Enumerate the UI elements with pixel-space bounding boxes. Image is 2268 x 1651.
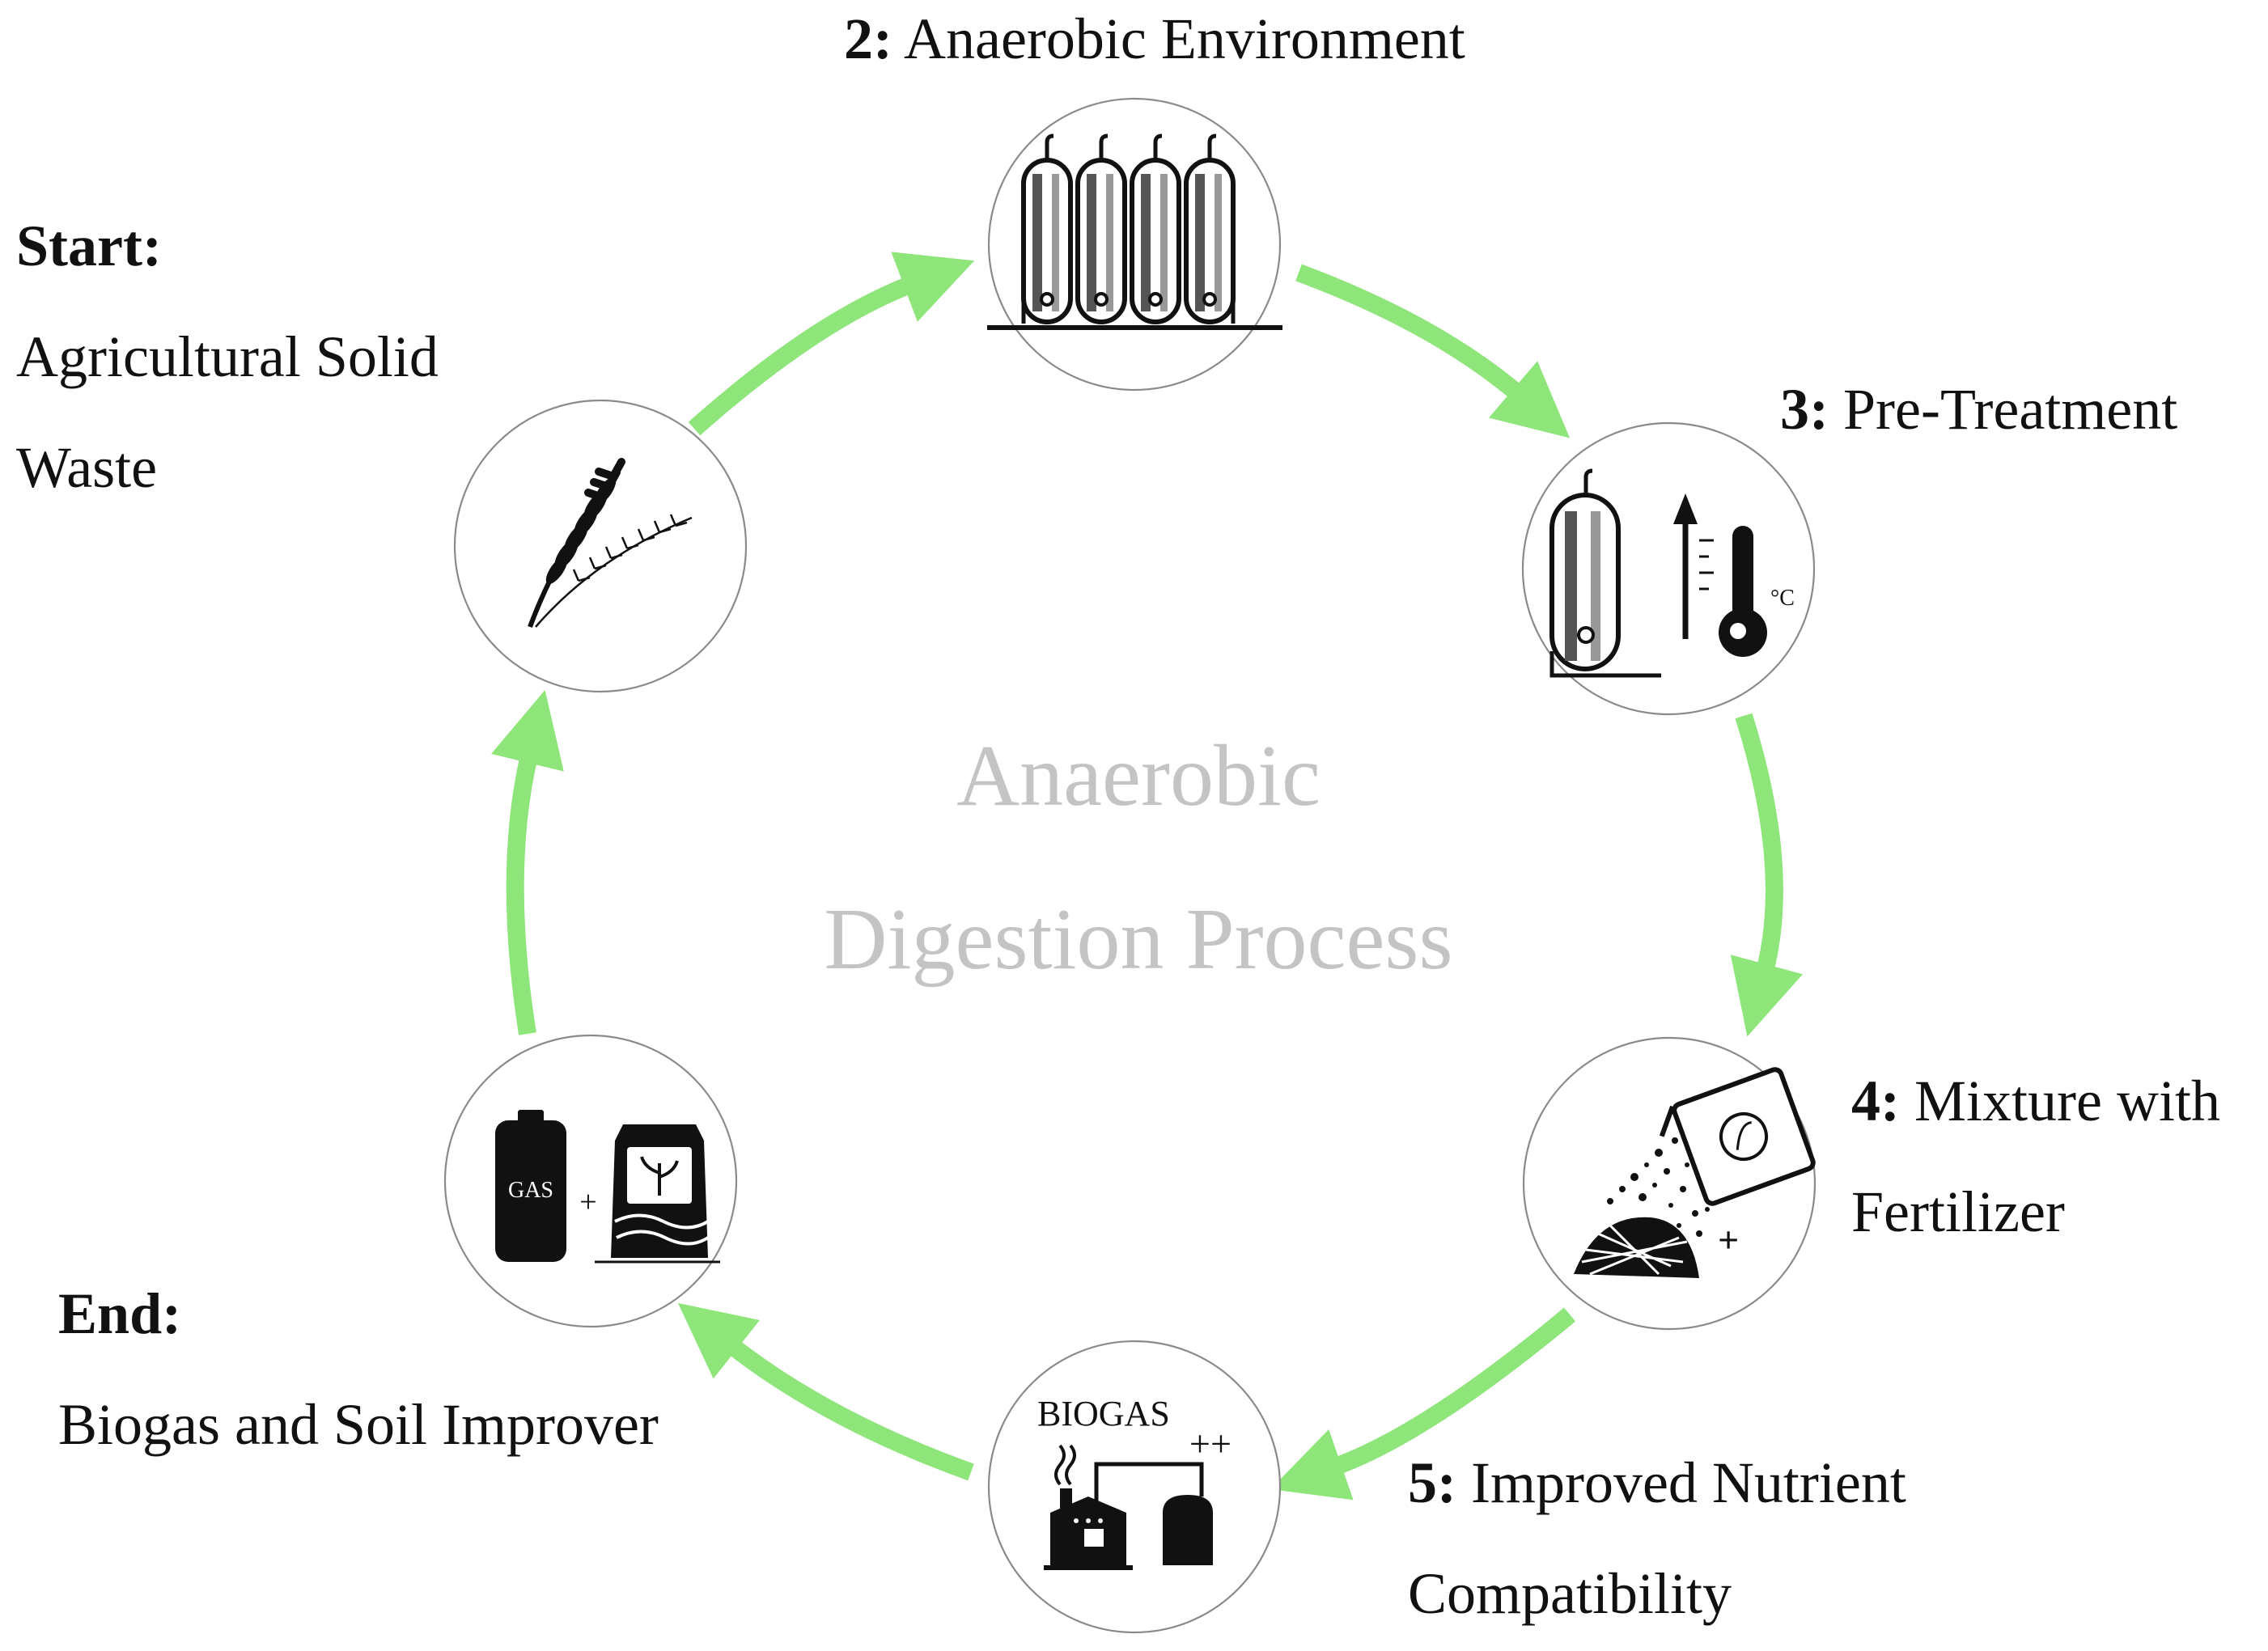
node-step4: + xyxy=(1522,1036,1817,1331)
arrow-step4-to-step5 xyxy=(1270,1307,1576,1501)
label-end-prefix: End: xyxy=(58,1281,181,1346)
end-plus: + xyxy=(579,1185,596,1219)
arrow-end-to-start xyxy=(490,690,564,1035)
cycle-arrows xyxy=(490,252,1804,1501)
label-step3-body: Pre-Treatment xyxy=(1843,377,2177,442)
temperature-rise-arrow-icon xyxy=(1673,493,1714,639)
node-step5: BIOGAS ++ xyxy=(987,1340,1282,1634)
label-start-line2: Waste xyxy=(16,435,157,500)
fertilizer-bag-icon xyxy=(1659,1067,1816,1206)
label-start-prefix: Start: xyxy=(16,214,162,278)
label-step4-line1: Mixture with xyxy=(1914,1069,2220,1133)
node-end: GAS + xyxy=(443,1034,738,1328)
step4-plus: + xyxy=(1718,1219,1739,1260)
label-step5-text: 5: Improved Nutrient xyxy=(1408,1450,1906,1515)
label-step2: 2: Anaerobic Environment xyxy=(844,6,1465,71)
gas-cylinder-icon: GAS xyxy=(495,1110,566,1262)
biogas-label: BIOGAS xyxy=(1037,1394,1170,1433)
arrow-step3-to-step4 xyxy=(1730,713,1804,1037)
node-step2 xyxy=(987,97,1282,392)
label-step2-text: 2: Anaerobic Environment xyxy=(844,6,1465,71)
label-step2-prefix: 2: xyxy=(844,6,892,71)
label-step2-body: Anaerobic Environment xyxy=(904,6,1465,71)
plus-icon: + xyxy=(1718,1219,1739,1260)
biogas-plant-icon xyxy=(1044,1444,1213,1570)
label-start-line1: Agricultural Solid xyxy=(16,324,439,389)
label-step3-text: 3: Pre-Treatment xyxy=(1780,377,2177,442)
digester-tanks-icon xyxy=(987,136,1282,330)
heated-tank-icon xyxy=(1549,468,1661,678)
label-step4-line2: Fertilizer xyxy=(1851,1179,2065,1244)
label-end: End: Biogas and Soil Improver xyxy=(58,1281,659,1457)
arrow-step5-to-end xyxy=(677,1302,974,1481)
arrow-step2-to-step3 xyxy=(1295,264,1571,438)
wheat-icon xyxy=(528,458,693,629)
label-step5-line1: Improved Nutrient xyxy=(1471,1450,1906,1515)
label-step5: 5: Improved Nutrient Compatibility xyxy=(1408,1450,1906,1626)
center-title-line2: Digestion Process xyxy=(825,891,1453,988)
fertilizer-particles-icon xyxy=(1607,1137,1710,1237)
label-start: Start: Agricultural Solid Waste xyxy=(16,214,439,500)
label-step4-text: 4: Mixture with xyxy=(1851,1069,2220,1133)
thermometer-icon: °C xyxy=(1719,526,1795,657)
label-step4: 4: Mixture with Fertilizer xyxy=(1851,1069,2220,1244)
node-start-circle xyxy=(453,399,748,693)
crop-residue-pile-icon xyxy=(1574,1217,1699,1278)
label-step5-line2: Compatibility xyxy=(1408,1561,1732,1626)
node-start xyxy=(453,399,748,693)
label-step4-prefix: 4: xyxy=(1851,1069,1900,1133)
biogas-plus: ++ xyxy=(1189,1423,1232,1464)
node-step5-circle xyxy=(987,1340,1282,1634)
soil-bag-icon xyxy=(595,1124,720,1264)
arrow-start-to-step2 xyxy=(688,252,975,436)
label-step5-prefix: 5: xyxy=(1408,1450,1456,1515)
gas-label: GAS xyxy=(508,1178,553,1203)
label-step3-prefix: 3: xyxy=(1780,377,1829,442)
node-step3: °C xyxy=(1521,421,1816,716)
label-step3: 3: Pre-Treatment xyxy=(1780,377,2177,442)
center-title-line1: Anaerobic xyxy=(956,728,1321,824)
celsius-unit: °C xyxy=(1770,586,1795,611)
label-end-line1: Biogas and Soil Improver xyxy=(58,1392,659,1457)
